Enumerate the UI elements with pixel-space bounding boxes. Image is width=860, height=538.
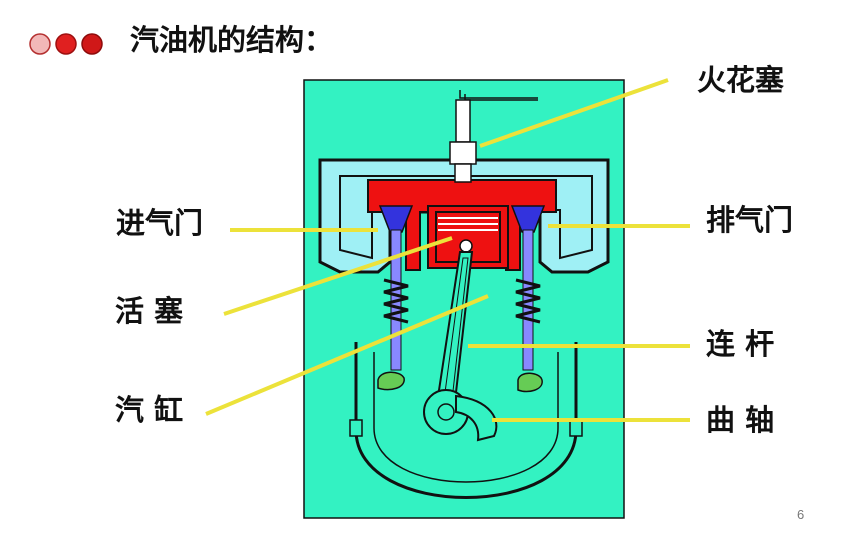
leader-piston <box>223 236 453 316</box>
label-spark-plug: 火花塞 <box>697 63 785 97</box>
crankcase <box>354 342 578 499</box>
label-connecting-rod: 连 杆 <box>706 327 775 361</box>
title-bullet-2 <box>55 33 77 55</box>
crankcase-flange-right <box>569 419 583 437</box>
crankshaft <box>423 389 498 442</box>
leader-spark-plug <box>479 78 669 148</box>
crankcase-inner <box>373 352 559 483</box>
intake-valve <box>377 205 414 391</box>
leader-cylinder <box>205 294 489 416</box>
label-crankshaft: 曲 轴 <box>706 403 775 437</box>
title-bullet-1 <box>29 33 51 55</box>
page-title: 汽油机的结构： <box>130 23 334 57</box>
cylinder-head-inner <box>339 175 593 260</box>
crankcase-flange-left <box>349 419 363 437</box>
label-piston: 活 塞 <box>115 294 184 328</box>
label-exhaust-valve: 排气门 <box>706 203 794 237</box>
exhaust-valve <box>510 205 546 393</box>
spark-plug <box>449 90 538 183</box>
label-cylinder: 汽 缸 <box>115 393 184 427</box>
page-number: 6 <box>797 507 805 522</box>
title-bullet-3 <box>81 33 103 55</box>
label-intake-valve: 进气门 <box>116 206 204 240</box>
